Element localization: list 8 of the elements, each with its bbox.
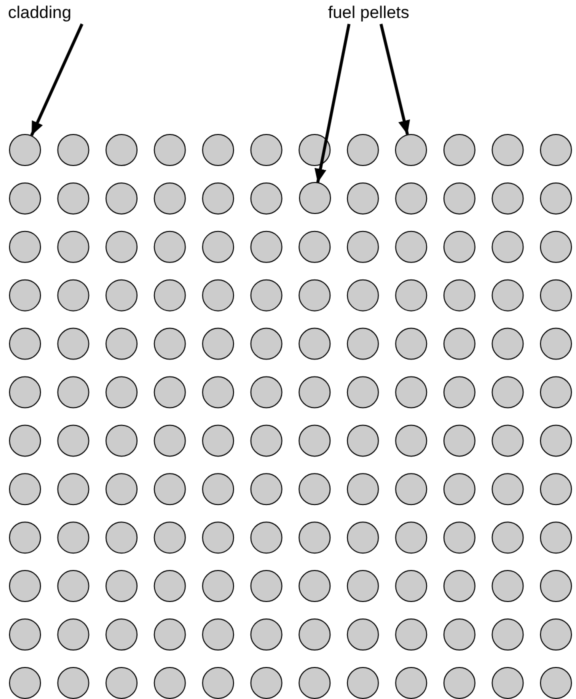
leader-arrow (30, 23, 84, 136)
leader-arrow (380, 24, 410, 135)
fuel-pellet-circle (9, 134, 41, 166)
callout-label: fuel pellets (328, 2, 410, 24)
fuel-pellet-circle (298, 182, 331, 214)
callout-label: cladding (8, 2, 72, 24)
leader-arrow (314, 24, 350, 184)
fuel-pellet-circle (395, 134, 428, 166)
